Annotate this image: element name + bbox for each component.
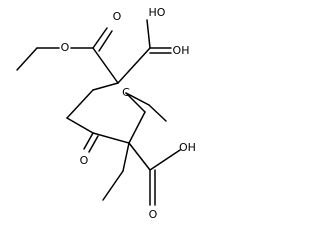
ring-bond-6 — [125, 92, 146, 113]
ring-bond-5 — [128, 111, 146, 144]
ester-carbonyl-oxygen-label: O — [113, 10, 122, 23]
quaternary-carbon-label: C — [122, 86, 130, 99]
bond-ethyl-upper-2 — [148, 104, 167, 122]
bond-ester-c-o-double-1 — [92, 27, 108, 49]
bond-acid2-c-oh — [149, 149, 181, 171]
bond-acid2-c-ring — [128, 142, 151, 171]
chemical-structure-diagram: O O HO OH C O OH O — [16, 6, 196, 221]
bond-lower-ethyl-1 — [122, 142, 130, 172]
bond-ester-c-o-double-2 — [98, 30, 113, 52]
ester-ether-oxygen-label: O — [61, 41, 70, 54]
ring-bond-3 — [66, 117, 94, 134]
bond-ketone-2 — [88, 135, 99, 153]
ketone-oxygen-label: O — [80, 154, 89, 167]
acid1-carbonyl-oxygen-label: OH — [173, 44, 190, 57]
bond-ethyl-upper-1 — [125, 92, 150, 106]
bond-acid1-c-oh — [146, 19, 151, 49]
ring-bond-4 — [92, 132, 130, 144]
acid1-hydroxyl-label: HO — [149, 6, 166, 19]
bond-ester-c-ring — [92, 47, 119, 84]
bond-ethyl-terminal — [16, 47, 38, 71]
bond-lines — [16, 19, 181, 206]
atom-labels: O O HO OH C O OH O — [61, 6, 196, 221]
ring-bond-1 — [92, 82, 119, 91]
acid2-hydroxyl-label: OH — [179, 141, 196, 154]
acid2-carbonyl-oxygen-label: O — [149, 208, 158, 221]
bond-ketone-1 — [83, 132, 94, 150]
bond-lower-ethyl-2 — [102, 170, 124, 201]
bond-acid1-c-ring — [117, 47, 151, 84]
ring-bond-2 — [66, 89, 94, 119]
